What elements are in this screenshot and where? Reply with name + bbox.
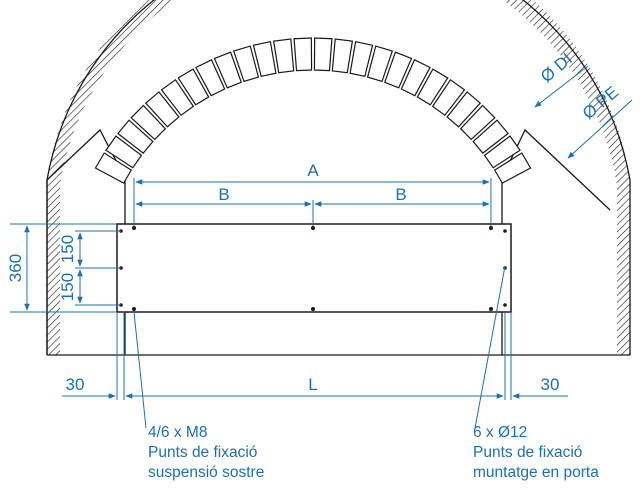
ring-segment xyxy=(94,152,133,184)
note-door-line3: muntatge en porta xyxy=(473,464,599,481)
label-150-lower: 150 xyxy=(58,273,77,301)
ring-segment xyxy=(366,45,394,83)
inner-ring-segments xyxy=(94,37,532,184)
ring-segment xyxy=(252,40,277,78)
ring-segment xyxy=(213,51,243,89)
fixing-hole xyxy=(132,226,136,230)
leader-DI xyxy=(534,65,589,108)
fixing-hole xyxy=(489,226,493,230)
label-150-upper: 150 xyxy=(58,235,77,263)
ring-segment xyxy=(232,45,260,83)
fixing-hole xyxy=(311,226,315,230)
label-30-right: 30 xyxy=(541,375,560,394)
ring-segment xyxy=(313,37,333,72)
leader-PE xyxy=(567,99,633,159)
ring-segment xyxy=(331,38,354,74)
fixing-holes xyxy=(119,226,507,311)
ring-segment xyxy=(383,51,413,89)
ring-segment xyxy=(105,135,143,169)
ring-segment xyxy=(117,119,154,154)
label-30-left: 30 xyxy=(66,375,85,394)
ring-segment xyxy=(472,119,509,154)
inner-housing xyxy=(46,128,611,355)
note-ceiling-line3: suspensió sostre xyxy=(148,464,264,481)
ring-segment xyxy=(272,38,295,74)
label-B-right: B xyxy=(395,185,406,204)
ring-segment xyxy=(431,78,466,117)
leader-ceiling-note xyxy=(133,311,147,429)
outer-shell-outline xyxy=(46,0,631,355)
ring-segment xyxy=(130,104,167,141)
fixing-hole xyxy=(132,307,136,311)
door-fixing-hole xyxy=(503,303,507,307)
ring-segment xyxy=(459,104,496,141)
label-L: L xyxy=(308,375,317,394)
label-B-left: B xyxy=(218,185,229,204)
note-ceiling-line1: 4/6 x M8 xyxy=(148,424,207,441)
ring-segment xyxy=(416,68,449,106)
label-A: A xyxy=(307,161,319,180)
note-door-line2: Punts de fixació xyxy=(473,444,582,461)
fixing-hole xyxy=(311,307,315,311)
ring-segment xyxy=(293,37,313,72)
ring-segment xyxy=(446,91,482,128)
leader-door-note xyxy=(474,265,506,429)
ring-segment xyxy=(195,59,226,97)
label-360: 360 xyxy=(6,254,25,282)
ring-segment xyxy=(160,78,195,117)
mounting-plate xyxy=(116,223,512,313)
ring-segment xyxy=(483,135,521,169)
ring-segment xyxy=(177,68,210,106)
ring-segment xyxy=(493,152,532,184)
ring-segment xyxy=(144,91,180,128)
door-fixing-hole xyxy=(503,229,507,233)
ring-segment xyxy=(349,40,374,78)
fixing-hole xyxy=(489,307,493,311)
note-door-line1: 6 x Ø12 xyxy=(473,424,527,441)
ring-segment xyxy=(400,59,431,97)
note-ceiling-line2: Punts de fixació xyxy=(148,444,257,461)
